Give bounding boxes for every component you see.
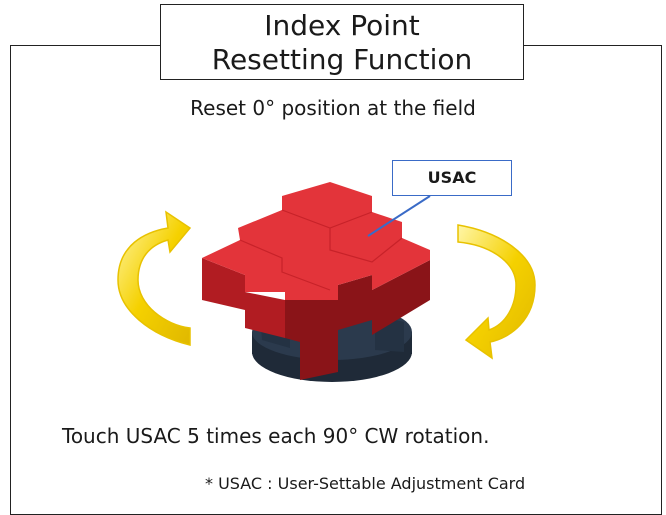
title-box: Index Point Resetting Function [160, 4, 524, 80]
callout-line [367, 195, 431, 237]
right-rotation-arrow-icon [457, 224, 536, 360]
usac-callout-label: USAC [392, 160, 512, 196]
title-line-2: Resetting Function [211, 43, 473, 76]
subtitle: Reset 0° position at the field [190, 96, 476, 120]
footnote: * USAC : User-Settable Adjustment Card [205, 474, 526, 493]
title-line-1: Index Point [264, 9, 420, 42]
left-rotation-arrow-icon [117, 210, 192, 346]
instruction-text: Touch USAC 5 times each 90° CW rotation. [62, 424, 490, 448]
usac-block [202, 182, 430, 380]
